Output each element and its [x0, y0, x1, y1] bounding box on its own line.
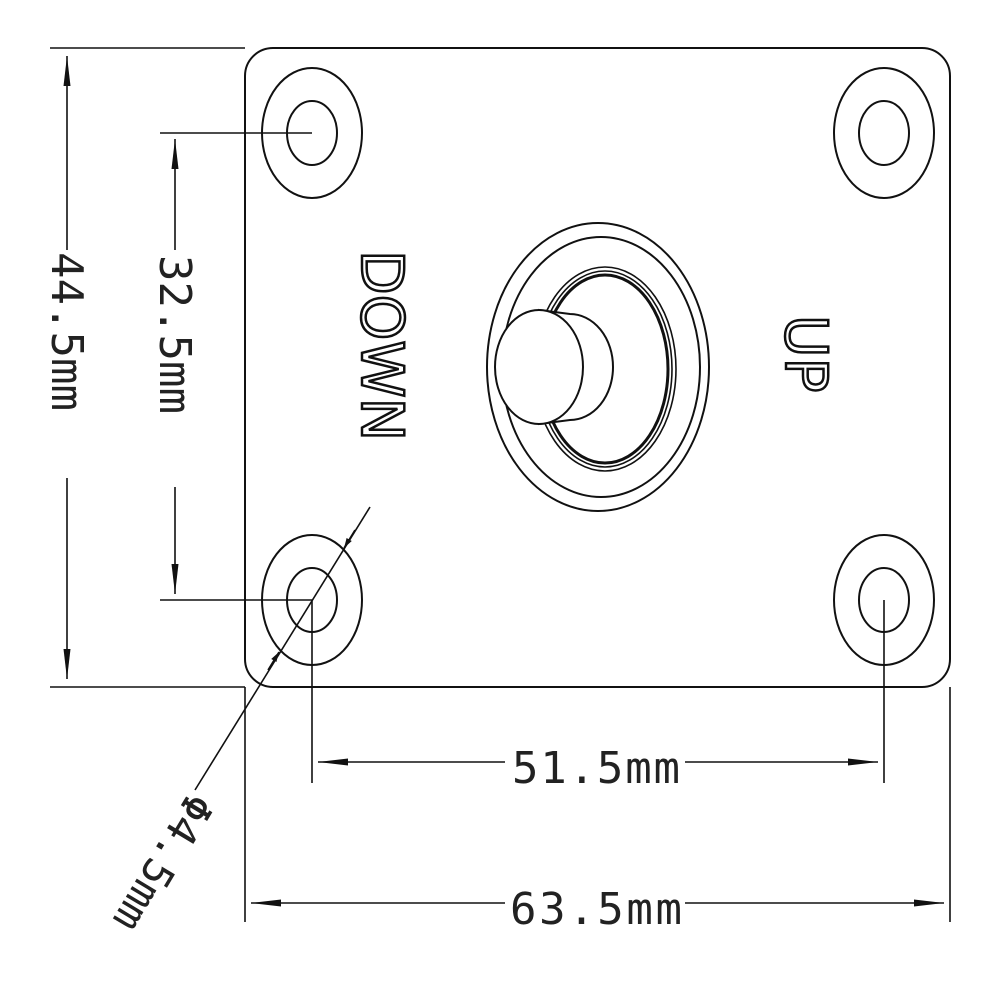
dimension-label-63-5: 63.5mm — [510, 884, 682, 935]
dimension-label-44-5: 44.5mm — [41, 252, 92, 411]
dimension-hole-diameter: Φ4.5mm — [103, 506, 371, 940]
down-label: DOWN — [348, 250, 416, 441]
toggle-switch — [486, 222, 710, 512]
up-label: UP — [772, 315, 840, 392]
dimension-height-holes: 32.5mm — [149, 132, 312, 601]
dimension-label-diameter: Φ4.5mm — [103, 785, 223, 940]
dimension-width-total: 63.5mm — [244, 687, 951, 935]
toggle-lever — [494, 308, 614, 426]
dimension-width-holes: 51.5mm — [311, 600, 885, 794]
dimension-height-total: 44.5mm — [41, 47, 245, 688]
dimension-label-51-5: 51.5mm — [512, 743, 680, 794]
dimension-label-32-5: 32.5mm — [149, 255, 200, 414]
plate-outline — [244, 47, 951, 688]
mounting-hole-top-right — [833, 67, 935, 199]
